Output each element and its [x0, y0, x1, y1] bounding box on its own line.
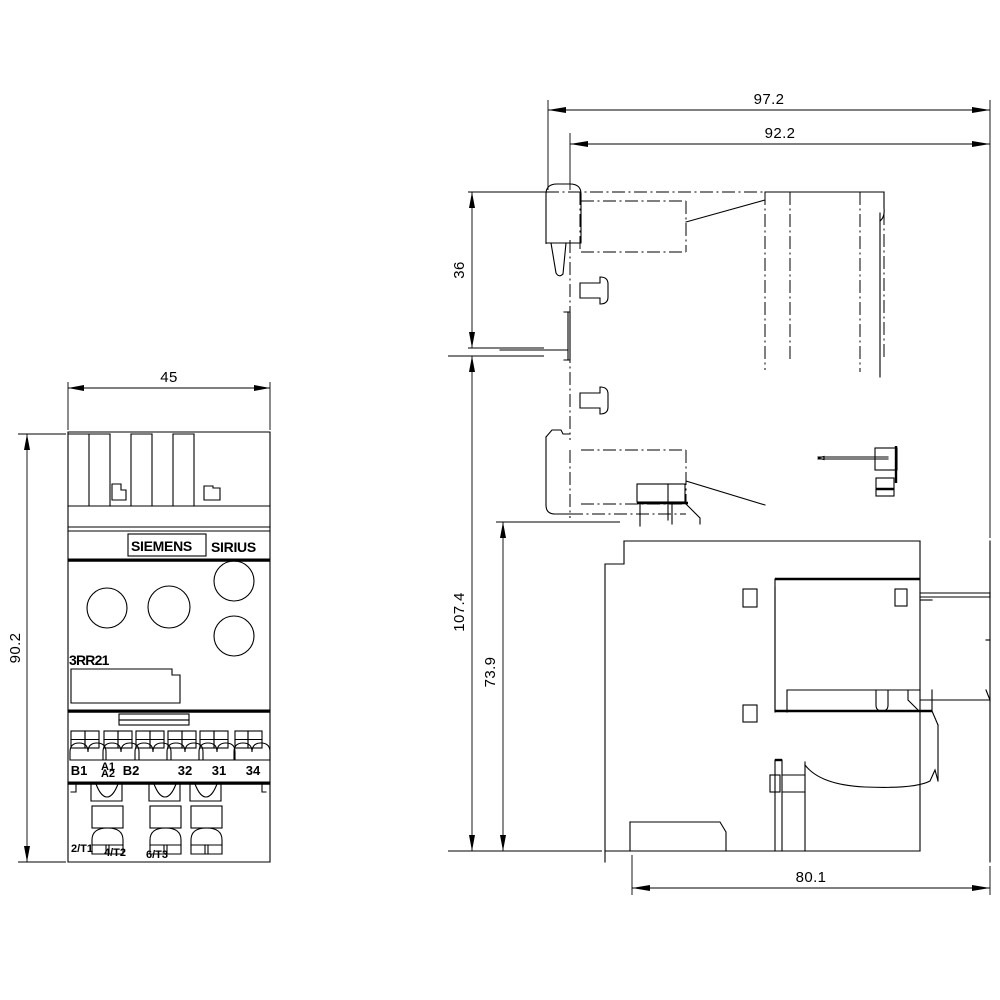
- front-lower-terminal-labels: 2/T1 4/T2 6/T3: [71, 843, 168, 861]
- terminal-label-b1: B1: [71, 763, 88, 778]
- vent-slot-2: [742, 704, 758, 723]
- dial-circle-1: [86, 587, 128, 629]
- side-view-group: [499, 183, 991, 863]
- model-label: 3RR21: [69, 652, 110, 668]
- front-view-group: SIEMENS SIRIUS 3RR21: [67, 431, 271, 863]
- dial-circle-3: [213, 560, 255, 602]
- front-lower-terminals: [67, 783, 271, 855]
- dim-side-36-text: 36: [451, 261, 468, 279]
- terminal-label-32: 32: [178, 763, 192, 778]
- front-body-outline: [67, 431, 271, 863]
- dim-front-width-text: 45: [160, 369, 178, 386]
- side-main-body: [604, 540, 991, 863]
- vent-slot-1: [742, 588, 758, 608]
- dim-side-inner-text: 92.2: [765, 125, 796, 142]
- terminal-label-34: 34: [246, 763, 261, 778]
- dial-circle-2: [147, 585, 191, 629]
- dial-circle-4: [213, 615, 255, 657]
- front-upper-terminal-labels: B1 A2 A1 B2 32 31 34: [71, 761, 261, 780]
- front-terminal-shield: [118, 713, 190, 726]
- side-upper-module: [545, 183, 885, 378]
- dim-front-height-text: 90.2: [7, 633, 24, 664]
- dim-side-outer-text: 97.2: [754, 91, 785, 108]
- dim-side-739-text: 73.9: [482, 657, 499, 688]
- terminal-label-a1: A1: [101, 761, 115, 773]
- front-indicator-circles: [86, 560, 255, 657]
- front-nameplate: SIEMENS SIRIUS: [127, 533, 256, 557]
- terminal-label-4t2: 4/T2: [104, 847, 126, 859]
- front-upper-terminals: [69, 730, 271, 761]
- terminal-label-31: 31: [212, 763, 226, 778]
- front-heatsink-fins: [67, 433, 221, 507]
- vent-slot-3: [894, 588, 908, 607]
- sirius-brand-label: SIRIUS: [211, 539, 256, 555]
- siemens-brand-label: SIEMENS: [131, 538, 192, 554]
- terminal-label-b2: B2: [123, 763, 140, 778]
- side-clip-bosses: [579, 276, 609, 415]
- side-view-dimensions: 97.2 92.2 36 107.4 73.9 80.1: [448, 91, 991, 895]
- terminal-label-2t1: 2/T1: [71, 843, 93, 855]
- terminal-label-a2: A2: [101, 768, 115, 780]
- front-model-plate: 3RR21: [69, 652, 181, 704]
- side-adjust-pin: [817, 446, 898, 497]
- dim-side-1074-text: 107.4: [451, 592, 468, 632]
- dim-side-801-text: 80.1: [796, 869, 827, 886]
- front-view-dimensions: 45 90.2: [7, 369, 271, 863]
- terminal-label-6t3: 6/T3: [146, 849, 168, 861]
- side-lower-module: [545, 429, 766, 527]
